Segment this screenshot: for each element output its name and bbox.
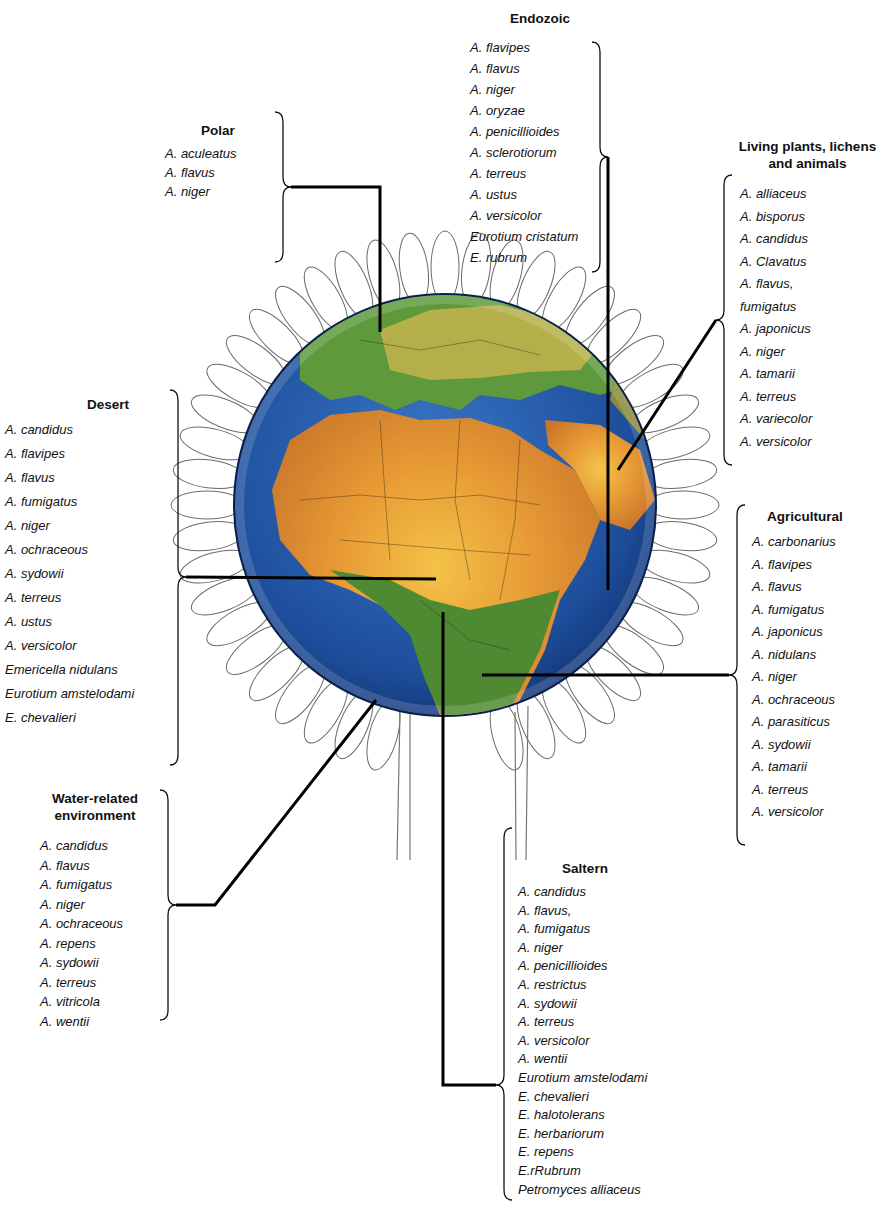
species-name: A. flavus bbox=[40, 858, 90, 873]
species-name: A. parasiticus bbox=[752, 714, 830, 729]
stem-lines bbox=[397, 706, 528, 860]
species-name: A. niger bbox=[5, 518, 50, 533]
species-name: E.rRubrum bbox=[518, 1163, 581, 1178]
species-name: A. japonicus bbox=[740, 321, 811, 336]
species-name: A. terreus bbox=[5, 590, 61, 605]
species-name: A. vitricola bbox=[40, 994, 100, 1009]
species-name: A. sclerotiorum bbox=[470, 145, 557, 160]
species-name: A. flavus bbox=[752, 579, 802, 594]
species-name: A. terreus bbox=[40, 975, 96, 990]
species-name: A. carbonarius bbox=[752, 534, 836, 549]
species-name: A. wentii bbox=[40, 1014, 89, 1029]
species-name: A. bisporus bbox=[740, 209, 805, 224]
brackets bbox=[160, 42, 745, 1200]
petal bbox=[171, 491, 243, 519]
species-name: A. candidus bbox=[740, 231, 808, 246]
species-name: A. candidus bbox=[518, 884, 586, 899]
species-name: E. halotolerans bbox=[518, 1107, 605, 1122]
species-name: A. penicillioides bbox=[470, 124, 560, 139]
species-name: A. flavus bbox=[470, 61, 520, 76]
species-name: A. alliaceus bbox=[740, 186, 806, 201]
species-name: A. oryzae bbox=[470, 103, 525, 118]
species-name: E. chevalieri bbox=[5, 710, 76, 725]
species-name: A. repens bbox=[40, 936, 96, 951]
species-name: A. niger bbox=[752, 669, 797, 684]
species-name: A. fumigatus bbox=[518, 921, 590, 936]
species-name: A. penicillioides bbox=[518, 958, 608, 973]
species-name: A. tamarii bbox=[740, 366, 795, 381]
petal bbox=[431, 231, 459, 303]
species-name: A. nidulans bbox=[752, 647, 816, 662]
petal bbox=[647, 491, 719, 519]
species-name: A. fumigatus bbox=[40, 877, 112, 892]
species-name: A. ustus bbox=[470, 187, 517, 202]
category-heading: Agricultural bbox=[767, 508, 843, 525]
species-name: A. terreus bbox=[470, 166, 526, 181]
species-name: A. sydowii bbox=[5, 566, 64, 581]
species-name: A. versicolor bbox=[740, 434, 812, 449]
species-name: A. variecolor bbox=[740, 411, 812, 426]
species-name: Petromyces alliaceus bbox=[518, 1182, 641, 1197]
species-name: A. flavus bbox=[5, 470, 55, 485]
species-name: A. fumigatus bbox=[752, 602, 824, 617]
species-name: A. aculeatus bbox=[165, 146, 237, 161]
species-name: A. versicolor bbox=[752, 804, 824, 819]
species-name: A. sydowii bbox=[518, 996, 577, 1011]
category-heading: Desert bbox=[87, 396, 129, 413]
leader-lines bbox=[176, 157, 729, 1085]
species-name: A. tamarii bbox=[752, 759, 807, 774]
species-name: A. versicolor bbox=[470, 208, 542, 223]
category-heading: Endozoic bbox=[510, 10, 570, 27]
species-name: A. ochraceous bbox=[752, 692, 835, 707]
species-name: A. ochraceous bbox=[5, 542, 88, 557]
species-name: A. niger bbox=[40, 897, 85, 912]
species-name: A. versicolor bbox=[5, 638, 77, 653]
species-name: A. wentii bbox=[518, 1051, 567, 1066]
category-heading: Living plants, lichens and animals bbox=[725, 138, 890, 172]
species-name: E. repens bbox=[518, 1144, 574, 1159]
species-name: A. candidus bbox=[40, 838, 108, 853]
category-heading: Polar bbox=[201, 122, 235, 139]
species-name: A. flavipes bbox=[470, 40, 530, 55]
species-name: A. niger bbox=[518, 940, 563, 955]
species-name: A. fumigatus bbox=[5, 494, 77, 509]
species-name: A. flavus, bbox=[518, 903, 571, 918]
species-name: fumigatus bbox=[740, 299, 796, 314]
species-name: A. terreus bbox=[740, 389, 796, 404]
species-name: A. terreus bbox=[518, 1014, 574, 1029]
species-name: A. flavus, bbox=[740, 276, 793, 291]
species-name: A. versicolor bbox=[518, 1033, 590, 1048]
category-heading: Water-related environment bbox=[20, 790, 170, 824]
species-name: A. niger bbox=[740, 344, 785, 359]
species-name: Eurotium cristatum bbox=[470, 229, 578, 244]
species-name: Eurotium amstelodami bbox=[5, 686, 134, 701]
species-name: A. ustus bbox=[5, 614, 52, 629]
species-name: Eurotium amstelodami bbox=[518, 1070, 647, 1085]
species-name: A. terreus bbox=[752, 782, 808, 797]
species-name: A. flavus bbox=[165, 165, 215, 180]
species-name: A. japonicus bbox=[752, 624, 823, 639]
species-name: A. Clavatus bbox=[740, 254, 806, 269]
species-name: A. niger bbox=[470, 82, 515, 97]
species-name: A. flavipes bbox=[752, 557, 812, 572]
category-heading: Saltern bbox=[562, 860, 608, 877]
species-name: E. herbariorum bbox=[518, 1126, 604, 1141]
species-name: Emericella nidulans bbox=[5, 662, 118, 677]
species-name: A. candidus bbox=[5, 422, 73, 437]
species-name: A. ochraceous bbox=[40, 916, 123, 931]
species-name: A. niger bbox=[165, 184, 210, 199]
globe-map bbox=[235, 265, 670, 760]
petal-ring bbox=[171, 231, 719, 773]
species-name: A. sydowii bbox=[40, 955, 99, 970]
species-name: A. flavipes bbox=[5, 446, 65, 461]
species-name: A. sydowii bbox=[752, 737, 811, 752]
species-name: E. rubrum bbox=[470, 250, 527, 265]
species-name: A. restrictus bbox=[518, 977, 587, 992]
species-name: E. chevalieri bbox=[518, 1089, 589, 1104]
